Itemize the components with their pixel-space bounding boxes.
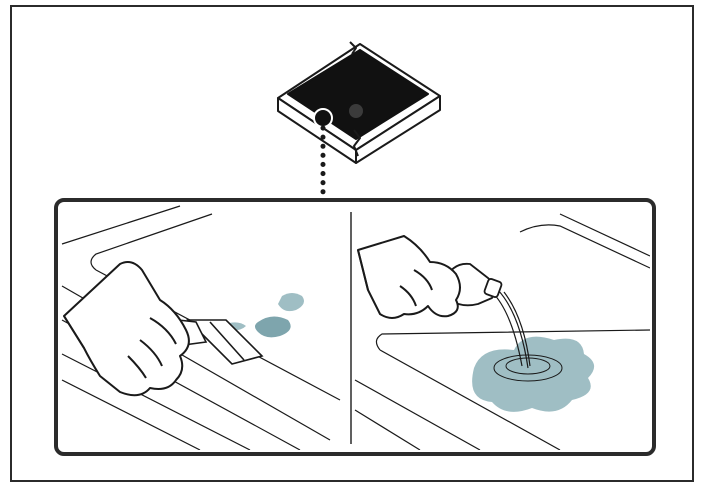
- panel-frame: [54, 198, 656, 456]
- selected-burner-icon: [313, 108, 333, 128]
- burner-icon: [349, 104, 363, 118]
- pour-bottle-hand-icon: [357, 235, 461, 319]
- scraper-hand-icon: [63, 261, 190, 397]
- cooktop-icon: [277, 41, 441, 164]
- outer-frame: [10, 5, 694, 482]
- residue-stain: [278, 293, 304, 312]
- panel-scrape: [61, 205, 341, 450]
- residue-stain: [255, 316, 291, 338]
- panel-pour: [354, 213, 650, 450]
